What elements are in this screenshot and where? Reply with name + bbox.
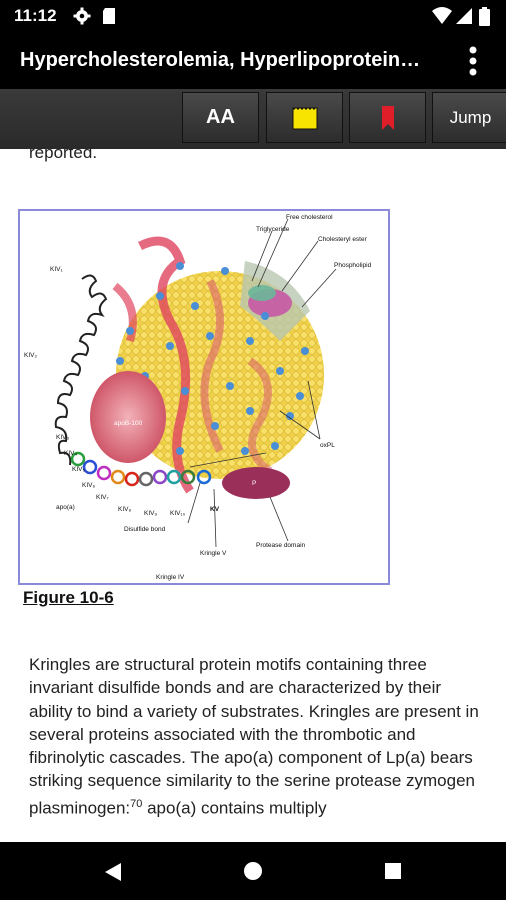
label-kiv3: KIV₃ [56,434,69,441]
body-paragraph: Kringles are structural protein motifs c… [29,653,479,820]
reference-superscript[interactable]: 70 [130,797,143,810]
back-triangle-icon[interactable] [104,862,122,882]
label-kiv2: KIV₂ [24,352,37,359]
paragraph-text: Kringles are structural protein motifs c… [29,655,479,818]
apob-ribbon [200,279,224,453]
label-kiv4: KIV₄ [64,450,77,457]
yellow-note-icon [292,107,317,129]
figure-10-6-image: Free cholesterol Triglyceride Cholestery… [18,209,390,585]
recents-square-icon[interactable] [384,862,402,880]
sd-card-icon [103,8,115,24]
label-kiv10: KIV₁₀ [170,510,186,517]
label-apoa: apo(a) [56,504,75,511]
label-protease-domain: Protease domain [256,542,306,549]
status-time: 11:12 [14,6,57,25]
page-title: Hypercholesterolemia, Hyperlipoprotein… [20,49,421,71]
highlight-button[interactable] [266,92,343,143]
font-size-button[interactable]: AA [182,92,259,143]
label-oxpl: oxPL [320,442,335,449]
label-kiv9: KIV₉ [144,510,157,517]
home-circle-icon[interactable] [243,861,263,881]
apob-ribbon [137,236,194,494]
label-cholesteryl-ester: Cholesteryl ester [318,236,368,243]
label-kringle-iv: Kringle IV [156,574,185,581]
reader-toolbar: AA Jump [0,89,506,149]
battery-icon [479,7,490,26]
label-kv: KV [210,506,220,513]
label-free-cholesterol: Free cholesterol [286,214,333,221]
triglyceride-cluster [248,285,276,301]
label-kiv6: KIV₆ [82,482,95,489]
label-kiv1: KIV₁ [50,266,63,273]
jump-button[interactable]: Jump [432,92,506,143]
label-phospholipid: Phospholipid [334,262,372,269]
protease-domain-shape [222,467,290,499]
apob-ribbon [247,357,273,475]
label-kringle-v: Kringle V [200,550,227,557]
wifi-icon [432,7,452,24]
label-p: P [252,480,256,487]
kringle-chain [54,274,108,466]
label-kiv8: KIV₈ [118,506,131,513]
figure-caption-link[interactable]: Figure 10-6 [23,588,114,607]
bookmark-button[interactable] [349,92,426,143]
jump-label: Jump [449,107,492,127]
colored-kringles [70,451,212,487]
partial-text-line: reported. [29,149,98,162]
settings-gear-icon [73,7,91,25]
system-nav-bar [0,842,506,900]
apob-domain [90,371,166,463]
lipoprotein-diagram: Free cholesterol Triglyceride Cholestery… [24,214,372,581]
font-size-label: AA [206,106,235,128]
app-bar: Hypercholesterolemia, Hyperlipoprotein… [0,32,506,89]
label-disulfide-bond: Disulfide bond [124,526,166,533]
status-bar: 11:12 [0,0,506,32]
red-bookmark-icon [381,105,394,130]
label-kiv7: KIV₇ [96,494,109,501]
label-triglyceride: Triglyceride [256,226,290,233]
paragraph-text-continued: apo(a) contains multiply [142,798,327,818]
label-kiv5: KIV₅ [72,466,85,473]
label-apob: apoB-100 [114,420,143,427]
book-content[interactable]: reported. [0,149,506,842]
cellular-signal-icon [456,8,472,24]
more-vert-icon[interactable] [468,45,478,77]
